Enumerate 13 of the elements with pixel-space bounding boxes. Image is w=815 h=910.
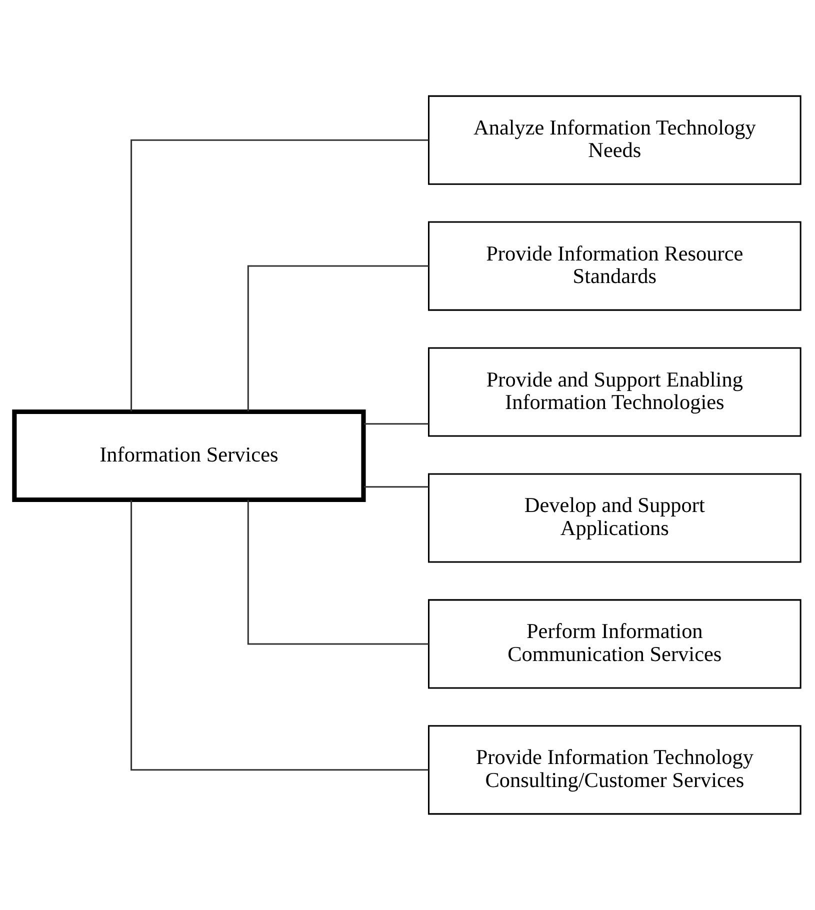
node-box: Provide and Support Enabling Information Technologies — [428, 347, 802, 437]
connector — [364, 486, 429, 488]
connector — [364, 423, 429, 425]
node-box: Provide Information Technology Consulting/Customer Services — [428, 725, 802, 815]
node-box: Analyze Information Technology Needs — [428, 95, 802, 185]
node-box: Information Services — [12, 409, 366, 502]
node-box: Develop and Support Applications — [428, 473, 802, 563]
node-box: Perform Information Communication Services — [428, 599, 802, 689]
connector — [130, 500, 428, 771]
connector — [247, 500, 429, 645]
node-box: Provide Information Resource Standards — [428, 221, 802, 311]
connector — [247, 265, 429, 412]
connector — [130, 139, 428, 412]
